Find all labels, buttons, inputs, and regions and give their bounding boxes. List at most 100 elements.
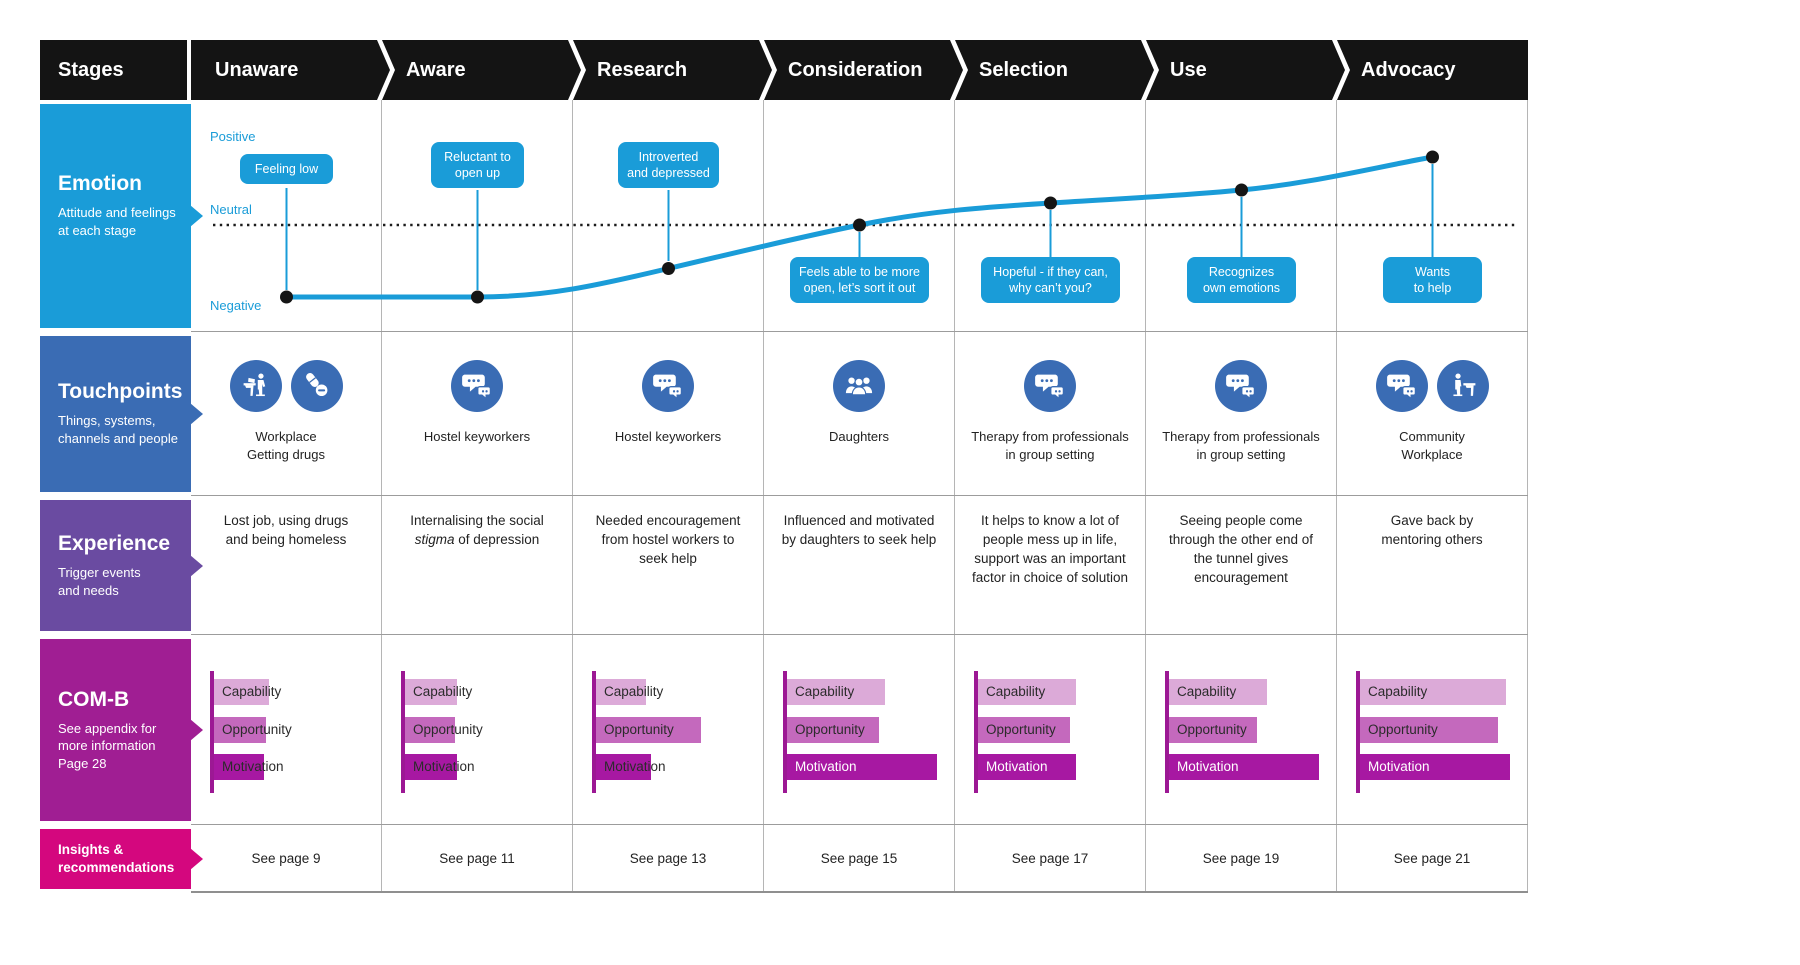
touchpoints-subtitle: Things, systems, channels and people xyxy=(58,413,178,446)
capability-bar-label: Capability xyxy=(986,684,1046,699)
experience-text: Lost job, using drugs and being homeless xyxy=(223,513,349,547)
motivation-bar: Motivation xyxy=(978,754,1076,780)
comb-cell-consideration: Capability Opportunity Motivation xyxy=(764,635,955,824)
opportunity-bar-label: Opportunity xyxy=(604,722,674,737)
experience-text: Gave back by mentoring others xyxy=(1381,513,1483,547)
capability-bar-label: Capability xyxy=(795,684,855,699)
comb-title: COM-B xyxy=(58,687,130,711)
comb-axis-line xyxy=(592,671,596,793)
insights-cell-selection: See page 17 xyxy=(955,825,1146,891)
comb-subtitle: See appendix for more information Page 2… xyxy=(58,720,157,771)
comb-cell-research: Capability Opportunity Motivation xyxy=(573,635,764,824)
touchpoint-label: Hostel keyworkers xyxy=(614,429,722,444)
comb-sidebar: COM-B See appendix for more information … xyxy=(40,639,203,821)
comb-axis-line xyxy=(1165,671,1169,793)
chat-icon xyxy=(1375,360,1428,412)
insights-cell-consideration: See page 15 xyxy=(764,825,955,891)
motivation-bar-label: Motivation xyxy=(1177,759,1239,774)
motivation-bar: Motivation xyxy=(596,754,666,780)
opportunity-bar: Opportunity xyxy=(978,717,1070,743)
comb-axis-line xyxy=(974,671,978,793)
chat-icon xyxy=(642,360,694,412)
stages-header-row: Stages Unaware Aware Research Considerat… xyxy=(40,40,1528,100)
emotion-point-advocacy xyxy=(1426,150,1439,164)
capability-bar-label: Capability xyxy=(1368,684,1428,699)
comb-cell-selection: Capability Opportunity Motivation xyxy=(955,635,1146,824)
touchpoints-cell-aware: Hostel keyworkers xyxy=(382,332,573,495)
experience-cell-unaware: Lost job, using drugs and being homeless xyxy=(191,496,382,634)
touchpoints-cell-unaware: Workplace Getting drugs xyxy=(191,332,382,495)
capability-bar: Capability xyxy=(978,679,1076,705)
motivation-bar-label: Motivation xyxy=(604,759,666,774)
opportunity-bar: Opportunity xyxy=(214,717,292,743)
capability-bar: Capability xyxy=(214,679,281,705)
touchpoints-cell-consideration: Daughters xyxy=(764,332,955,495)
emotion-curve-chart xyxy=(213,150,1517,304)
motivation-bar-label: Motivation xyxy=(413,759,475,774)
experience-text: Internalising the social xyxy=(410,513,544,528)
experience-text: Influenced and motivated by daughters to… xyxy=(781,513,937,547)
emotion-callout-research: Introverted and depressed xyxy=(618,142,719,188)
experience-text-italic: stigma xyxy=(414,531,455,547)
opportunity-bar-label: Opportunity xyxy=(795,722,865,737)
motivation-bar-label: Motivation xyxy=(986,759,1048,774)
emotion-callout-selection: Hopeful - if they can, why can’t you? xyxy=(981,257,1120,303)
comb-axis-line xyxy=(401,671,405,793)
experience-subtitle: Trigger events and needs xyxy=(58,564,141,598)
group-icon xyxy=(833,360,885,412)
touchpoint-label: Therapy from professionals in group sett… xyxy=(1162,429,1320,462)
opportunity-bar: Opportunity xyxy=(596,717,701,743)
capability-bar-label: Capability xyxy=(413,684,473,699)
touchpoints-cell-selection: Therapy from professionals in group sett… xyxy=(955,332,1146,495)
capability-bar-label: Capability xyxy=(222,684,282,699)
experience-cell-selection: It helps to know a lot of people mess up… xyxy=(955,496,1146,634)
capability-bar-label: Capability xyxy=(1177,684,1237,699)
insights-sidebar: Insights & recommendations xyxy=(40,829,203,889)
experience-cell-research: Needed encouragement from hostel workers… xyxy=(573,496,764,634)
emotion-point-selection xyxy=(1044,196,1057,210)
touchpoints-cell-advocacy: Community Workplace xyxy=(1337,332,1528,495)
touchpoints-cell-use: Therapy from professionals in group sett… xyxy=(1146,332,1337,495)
capability-bar: Capability xyxy=(787,679,885,705)
opportunity-bar: Opportunity xyxy=(1360,717,1498,743)
emotion-callout-use: Recognizes own emotions xyxy=(1187,257,1296,303)
chat-icon xyxy=(451,360,503,412)
experience-title: Experience xyxy=(58,531,171,555)
stage-header-research: Research xyxy=(573,40,772,100)
experience-text: Needed encouragement from hostel workers… xyxy=(595,513,741,566)
neutral-axis-label: Neutral xyxy=(210,202,252,217)
opportunity-bar: Opportunity xyxy=(1169,717,1257,743)
comb-axis-line xyxy=(210,671,214,793)
insights-cell-unaware: See page 9 xyxy=(191,825,382,891)
comb-axis-line xyxy=(1356,671,1360,793)
insights-cell-research: See page 13 xyxy=(573,825,764,891)
negative-axis-label: Negative xyxy=(210,298,262,313)
opportunity-bar-label: Opportunity xyxy=(986,722,1056,737)
touchpoints-row: Touchpoints Things, systems, channels an… xyxy=(40,332,1528,496)
insights-cell-aware: See page 11 xyxy=(382,825,573,891)
experience-cell-aware: Internalising the social stigma of depre… xyxy=(382,496,573,634)
experience-cell-use: Seeing people come through the other end… xyxy=(1146,496,1337,634)
emotion-point-aware xyxy=(471,290,484,304)
capability-bar-label: Capability xyxy=(604,684,664,699)
person-desk-icon xyxy=(1436,360,1489,412)
motivation-bar-label: Motivation xyxy=(1368,759,1430,774)
stage-header-consideration: Consideration xyxy=(764,40,963,100)
journey-map: Stages Unaware Aware Research Considerat… xyxy=(40,40,1528,893)
touchpoint-label: Community Workplace xyxy=(1399,429,1465,462)
comb-cell-advocacy: Capability Opportunity Motivation xyxy=(1337,635,1528,824)
insights-cell-use: See page 19 xyxy=(1146,825,1337,891)
stage-header-use: Use xyxy=(1146,40,1345,100)
opportunity-bar-label: Opportunity xyxy=(222,722,292,737)
motivation-bar: Motivation xyxy=(787,754,937,780)
capability-bar: Capability xyxy=(405,679,472,705)
emotion-callout-advocacy: Wants to help xyxy=(1383,257,1482,303)
touchpoints-cell-research: Hostel keyworkers xyxy=(573,332,764,495)
chat-icon xyxy=(1215,360,1267,412)
comb-cell-unaware: Capability Opportunity Motivation xyxy=(191,635,382,824)
touchpoints-title: Touchpoints xyxy=(58,380,183,404)
emotion-point-use xyxy=(1235,183,1248,197)
opportunity-bar: Opportunity xyxy=(405,717,483,743)
touchpoints-sidebar: Touchpoints Things, systems, channels an… xyxy=(40,336,203,492)
motivation-bar: Motivation xyxy=(214,754,284,780)
